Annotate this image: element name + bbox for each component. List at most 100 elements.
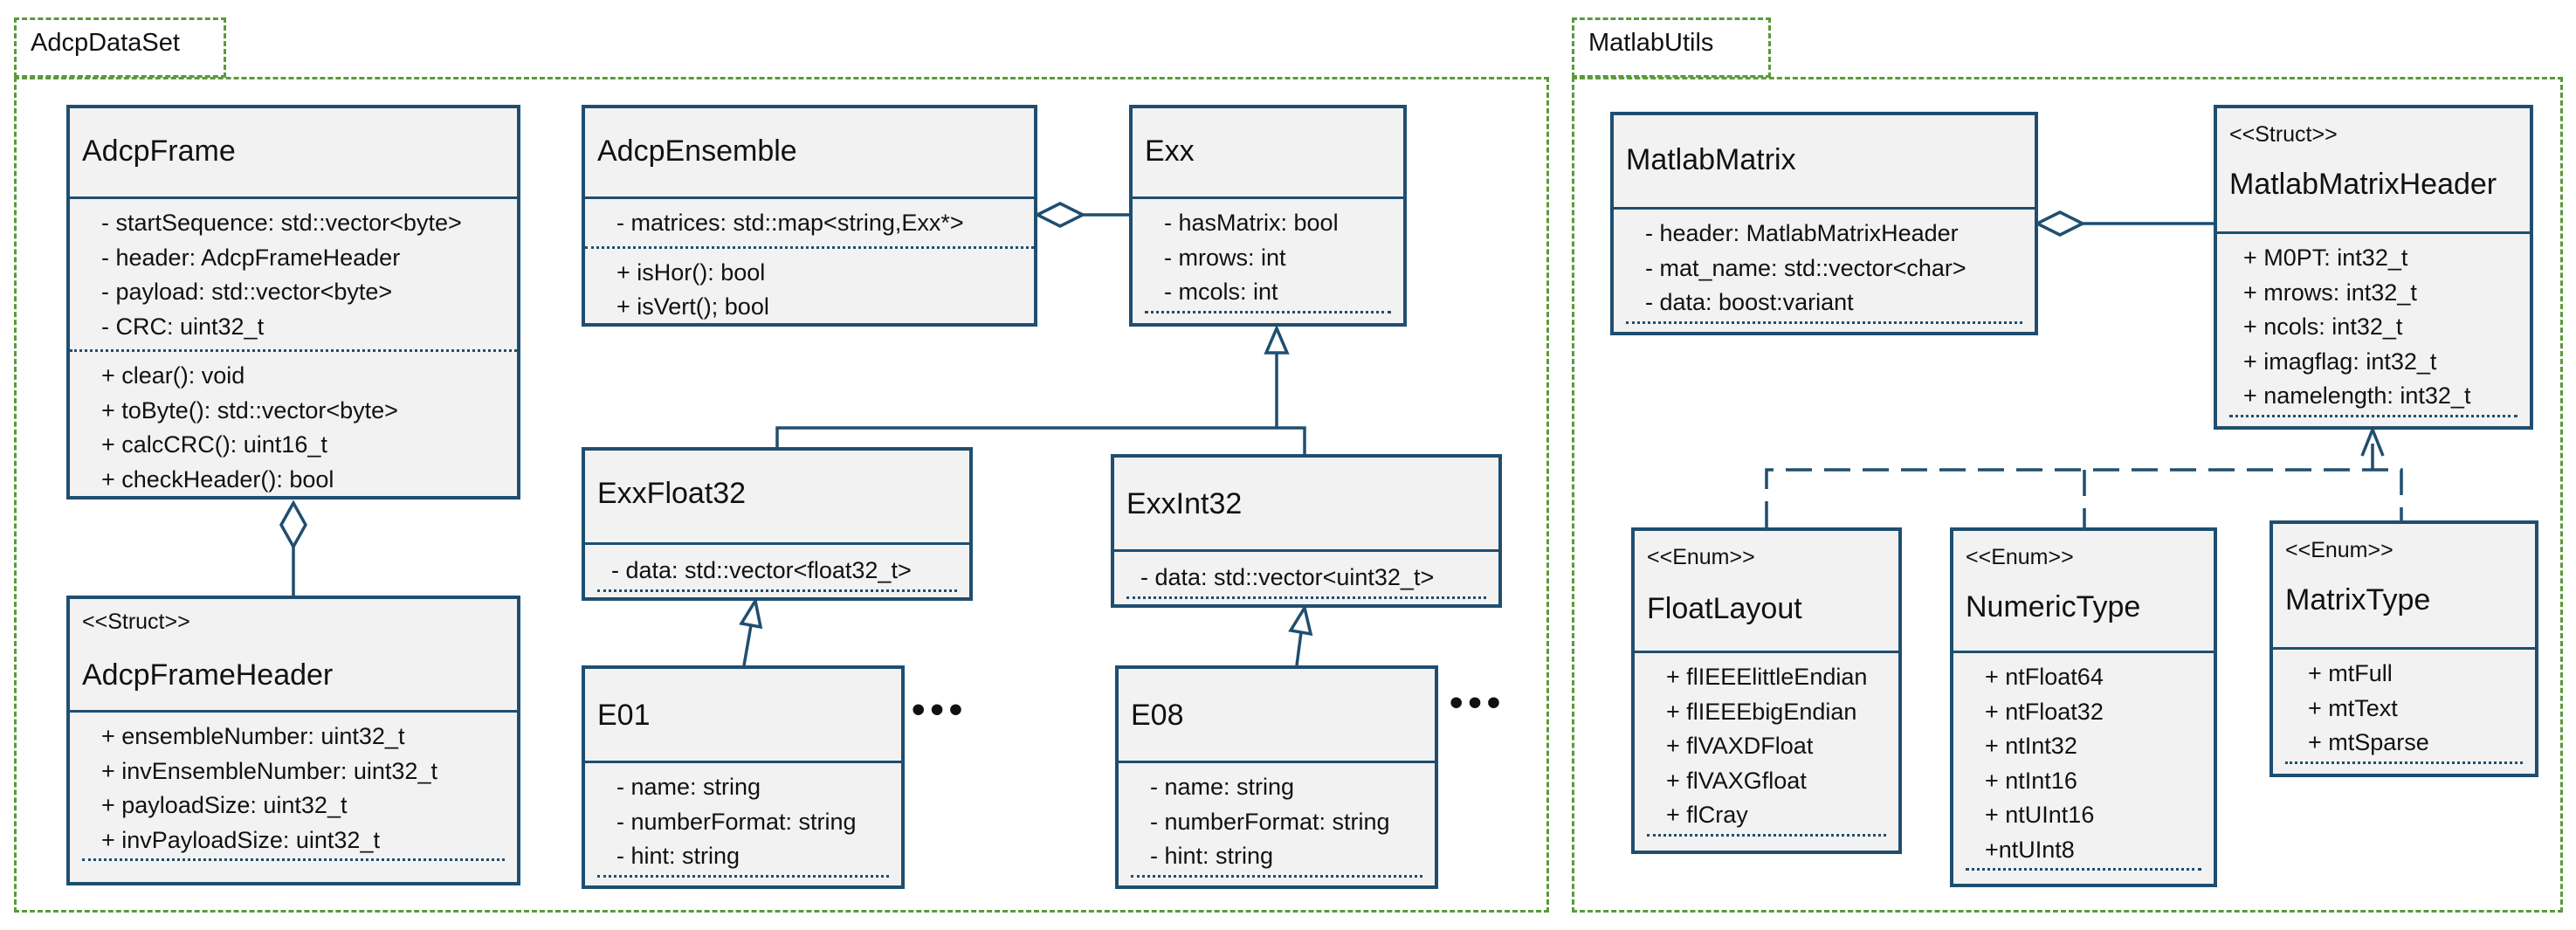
attributes-section: - header: MatlabMatrixHeader - mat_name:… [1614,210,2035,326]
class-header: E08 [1119,669,1435,763]
class-header: <<Enum>> NumericType [1953,531,2214,653]
class-adcpensemble: AdcpEnsemble - matrices: std::map<string… [582,105,1037,327]
class-name: AdcpEnsemble [597,134,797,168]
class-matlabmatrixheader: <<Struct>> MatlabMatrixHeader + M0PT: in… [2214,105,2533,430]
attribute: - mrows: int [1164,244,1286,271]
stereotype-label: <<Struct>> [2229,122,2338,147]
attribute: - data: std::vector<float32_t> [611,557,912,583]
attribute: + payloadSize: uint32_t [101,792,348,818]
inheritance-arrowhead [1288,603,1313,637]
attribute: + mrows: int32_t [2243,279,2417,306]
package-matlabutils [1572,77,2563,913]
methods-section: + isHor(): bool + isVert(); bool [585,249,1034,330]
attribute: + ncols: int32_t [2243,313,2403,340]
class-header: <<Struct>> MatlabMatrixHeader [2217,108,2530,234]
attributes-section: + mtFull + mtText + mtSparse [2273,650,2535,766]
enum-literal: + flCray [1666,802,1748,828]
aggregation-diamond [279,499,308,550]
class-header: <<Enum>> MatrixType [2273,524,2535,650]
package-label: AdcpDataSet [31,29,180,57]
inheritance-arrowhead [1264,324,1290,355]
enum-literal: + flVAXGfloat [1666,767,1807,794]
attributes-section: + ntFloat64 + ntFloat32 + ntInt32 + ntIn… [1953,653,2214,872]
ellipsis-more-classes: ••• [912,688,968,731]
attributes-section: - matrices: std::map<string,Exx*> [585,199,1034,249]
stereotype-label: <<Struct>> [82,610,190,634]
inheritance-line-e01 [742,624,753,666]
method: + isHor(): bool [616,258,766,286]
method: + toByte(): std::vector<byte> [101,396,398,424]
attribute: - hint: string [1150,843,1274,869]
attributes-section: - data: std::vector<float32_t> [585,545,969,594]
enum-literal: + ntFloat64 [1985,664,2104,690]
attribute: - hint: string [616,843,740,869]
attribute: - hasMatrix: bool [1164,210,1339,236]
class-exx: Exx - hasMatrix: bool - mrows: int - mco… [1129,105,1407,327]
dependency-arrowhead [2360,425,2385,457]
attribute: - payload: std::vector<byte> [101,279,393,305]
dependency-lines [1765,433,2403,527]
enum-literal: + mtFull [2308,660,2393,686]
class-name: MatlabMatrix [1626,143,1796,176]
attribute: + M0PT: int32_t [2243,245,2408,271]
class-header: Exx [1133,108,1403,199]
class-name: MatrixType [2285,583,2431,617]
attribute: - matrices: std::map<string,Exx*> [616,210,964,236]
attribute: + namelength: int32_t [2243,382,2471,409]
class-name: E08 [1131,699,1184,732]
method: + calcCRC(): uint16_t [101,431,327,458]
attribute: - mat_name: std::vector<char> [1645,254,1966,281]
class-name: Exx [1145,134,1195,168]
package-label: MatlabUtils [1588,29,1714,57]
enum-literal: +ntUInt8 [1985,836,2075,863]
attributes-section: + ensembleNumber: uint32_t + invEnsemble… [70,713,517,863]
class-name: NumericType [1966,590,2141,623]
class-name: MatlabMatrixHeader [2229,168,2497,201]
enum-literal: + flIEEEbigEndian [1666,698,1857,725]
enum-literal: + ntUInt16 [1985,802,2095,828]
class-adcpframe: AdcpFrame - startSequence: std::vector<b… [66,105,520,499]
enum-literal: + ntFloat32 [1985,698,2104,725]
attribute: + invEnsembleNumber: uint32_t [101,757,437,784]
attribute: - CRC: uint32_t [101,313,265,340]
class-header: AdcpFrame [70,108,517,199]
package-adcpdataset [14,77,1549,913]
attribute: - mcols: int [1164,279,1278,305]
class-header: ExxInt32 [1114,458,1498,552]
enum-literal: + mtSparse [2308,729,2429,755]
class-name: ExxInt32 [1126,487,1243,520]
attribute: + invPayloadSize: uint32_t [101,826,380,853]
attribute: + imagflag: int32_t [2243,348,2437,375]
attribute: - startSequence: std::vector<byte> [101,210,462,236]
class-header: ExxFloat32 [585,451,969,545]
class-e01: E01 - name: string - numberFormat: strin… [582,665,905,889]
attribute: - numberFormat: string [1150,808,1390,835]
class-e08: E08 - name: string - numberFormat: strin… [1115,665,1438,889]
attributes-section: - data: std::vector<uint32_t> [1114,552,1498,601]
aggregation-diamond [2034,210,2086,237]
enum-numerictype: <<Enum>> NumericType + ntFloat64 + ntFlo… [1950,527,2217,887]
class-adcpframeheader: <<Struct>> AdcpFrameHeader + ensembleNum… [66,596,520,885]
attributes-section: + M0PT: int32_t + mrows: int32_t + ncols… [2217,234,2530,419]
package-tab-matlabutils: MatlabUtils [1572,17,1771,78]
method: + clear(): void [101,362,245,389]
aggregation-diamond [1034,202,1086,228]
attributes-section: - name: string - numberFormat: string - … [585,763,901,879]
method: + isVert(); bool [616,293,769,320]
class-header: MatlabMatrix [1614,115,2035,210]
attribute: - header: MatlabMatrixHeader [1645,220,1959,246]
class-name: FloatLayout [1647,592,1802,625]
enum-literal: + mtText [2308,694,2398,721]
class-name: AdcpFrameHeader [82,658,334,692]
attribute: + ensembleNumber: uint32_t [101,723,405,749]
class-name: ExxFloat32 [597,477,747,510]
class-matlabmatrix: MatlabMatrix - header: MatlabMatrixHeade… [1610,112,2038,335]
package-tab-adcpdataset: AdcpDataSet [14,17,226,78]
enum-literal: + flIEEElittleEndian [1666,664,1868,690]
enum-literal: + flVAXDFloat [1666,733,1814,759]
class-header: <<Struct>> AdcpFrameHeader [70,599,517,713]
class-header: AdcpEnsemble [585,108,1034,199]
attributes-section: - name: string - numberFormat: string - … [1119,763,1435,879]
class-exxfloat32: ExxFloat32 - data: std::vector<float32_t… [582,447,973,601]
